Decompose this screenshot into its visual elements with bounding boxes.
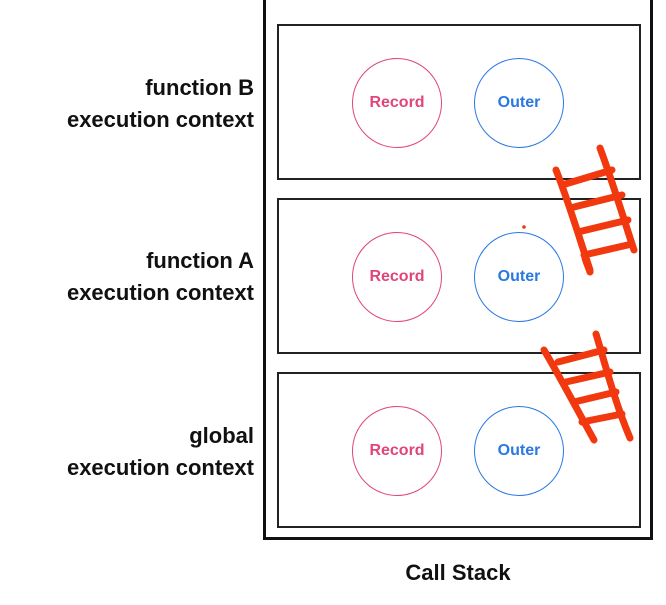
outer-circle-function-a: Outer	[474, 232, 564, 322]
context-label-line2: execution context	[66, 107, 254, 132]
record-circle-function-b: Record	[352, 58, 442, 148]
context-label-line2: execution context	[66, 280, 254, 305]
record-circle-function-a: Record	[352, 232, 442, 322]
context-label-line1: global	[189, 423, 254, 448]
stack-frame-function-a	[277, 198, 641, 354]
outer-circle-function-b: Outer	[474, 58, 564, 148]
context-label-line1: function A	[146, 248, 254, 273]
context-label-line2: execution context	[66, 455, 254, 480]
context-label-line1: function B	[145, 75, 254, 100]
outer-circle-global: Outer	[474, 406, 564, 496]
record-circle-global: Record	[352, 406, 442, 496]
context-label-global: global execution context	[0, 420, 254, 484]
call-stack-caption: Call Stack	[405, 560, 511, 585]
call-stack-container	[263, 0, 653, 540]
stack-frame-global	[277, 372, 641, 528]
context-label-function-a: function A execution context	[0, 245, 254, 309]
context-label-function-b: function B execution context	[0, 72, 254, 136]
stack-frame-function-b	[277, 24, 641, 180]
